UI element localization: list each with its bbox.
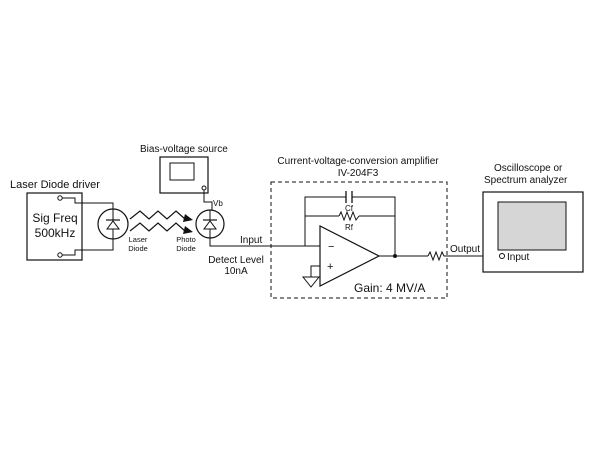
sig-freq-value: 500kHz (35, 226, 76, 240)
bias-source-title: Bias-voltage source (140, 144, 228, 155)
laser-diode-icon (97, 208, 129, 240)
sig-freq-label: Sig Freq (32, 211, 77, 225)
laser-diode-label-1: Laser (129, 235, 148, 244)
photodiode-icon (195, 209, 225, 239)
photodiode-label-1: Photo (176, 235, 196, 244)
light-beam-arrows (129, 210, 193, 234)
op-amp-triangle (319, 225, 381, 287)
detect-level-value: 10nA (224, 266, 248, 277)
wire-feedback-left-cf (304, 196, 342, 246)
amp-model: IV-204F3 (338, 168, 379, 179)
gain-label: Gain: 4 MV/A (354, 281, 425, 295)
scope-title-1: Oscilloscope or (494, 163, 563, 174)
feedback-resistor-icon (338, 210, 360, 222)
wire-ground (310, 265, 320, 277)
bias-voltage-source (159, 156, 209, 194)
wire-driver-to-laser-top (62, 197, 114, 212)
amplifier-boundary (270, 181, 448, 299)
scope-title-2: Spectrum analyzer (484, 175, 568, 186)
scope-input-label: Input (507, 252, 529, 263)
op-amp-minus: − (328, 241, 334, 253)
output-node (393, 254, 397, 258)
wire-bias-to-photodiode (203, 190, 213, 210)
photodiode-label-2: Diode (176, 244, 196, 253)
op-amp-plus: + (327, 261, 333, 273)
ground-icon (301, 276, 321, 288)
feedback-capacitor-icon (342, 191, 356, 203)
cf-label: Cf (345, 204, 354, 213)
scope-input-jack (499, 253, 505, 259)
laser-driver-box (26, 192, 83, 261)
amp-title: Current-voltage-conversion amplifier (277, 156, 439, 167)
oscilloscope (482, 191, 584, 273)
input-label: Input (240, 235, 262, 246)
wire-driver-to-laser-bottom (62, 236, 114, 256)
laser-driver-title: Laser Diode driver (10, 179, 100, 191)
rf-label: Rf (345, 223, 354, 232)
wire-feedback-right-cf (356, 196, 396, 256)
detect-level-label: Detect Level (208, 255, 264, 266)
vb-label: Vb (213, 199, 223, 208)
output-label: Output (450, 244, 480, 255)
wire-photodiode-to-amp (209, 238, 305, 247)
laser-diode-label-2: Diode (128, 244, 148, 253)
output-resistor-icon (427, 250, 458, 262)
